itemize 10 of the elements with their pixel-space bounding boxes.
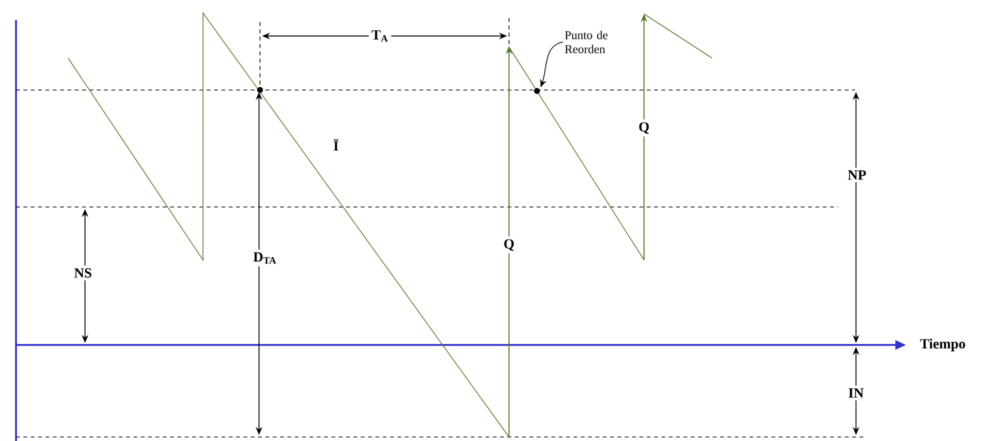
dimension-label: Ī	[330, 136, 342, 154]
callout-text: Punto de Reorden	[564, 30, 608, 54]
dimension-label: Q	[500, 236, 518, 254]
dimension-label: T$_{A}$	[368, 28, 392, 44]
dimension-label: Tiempo	[917, 336, 968, 354]
dimension-label: NS	[71, 266, 95, 280]
dimension-label: D$_{TA}$	[250, 250, 280, 266]
dimension-label: Q	[636, 120, 652, 136]
dimension-label: NP	[845, 168, 869, 182]
dimension-label: IN	[846, 386, 866, 400]
